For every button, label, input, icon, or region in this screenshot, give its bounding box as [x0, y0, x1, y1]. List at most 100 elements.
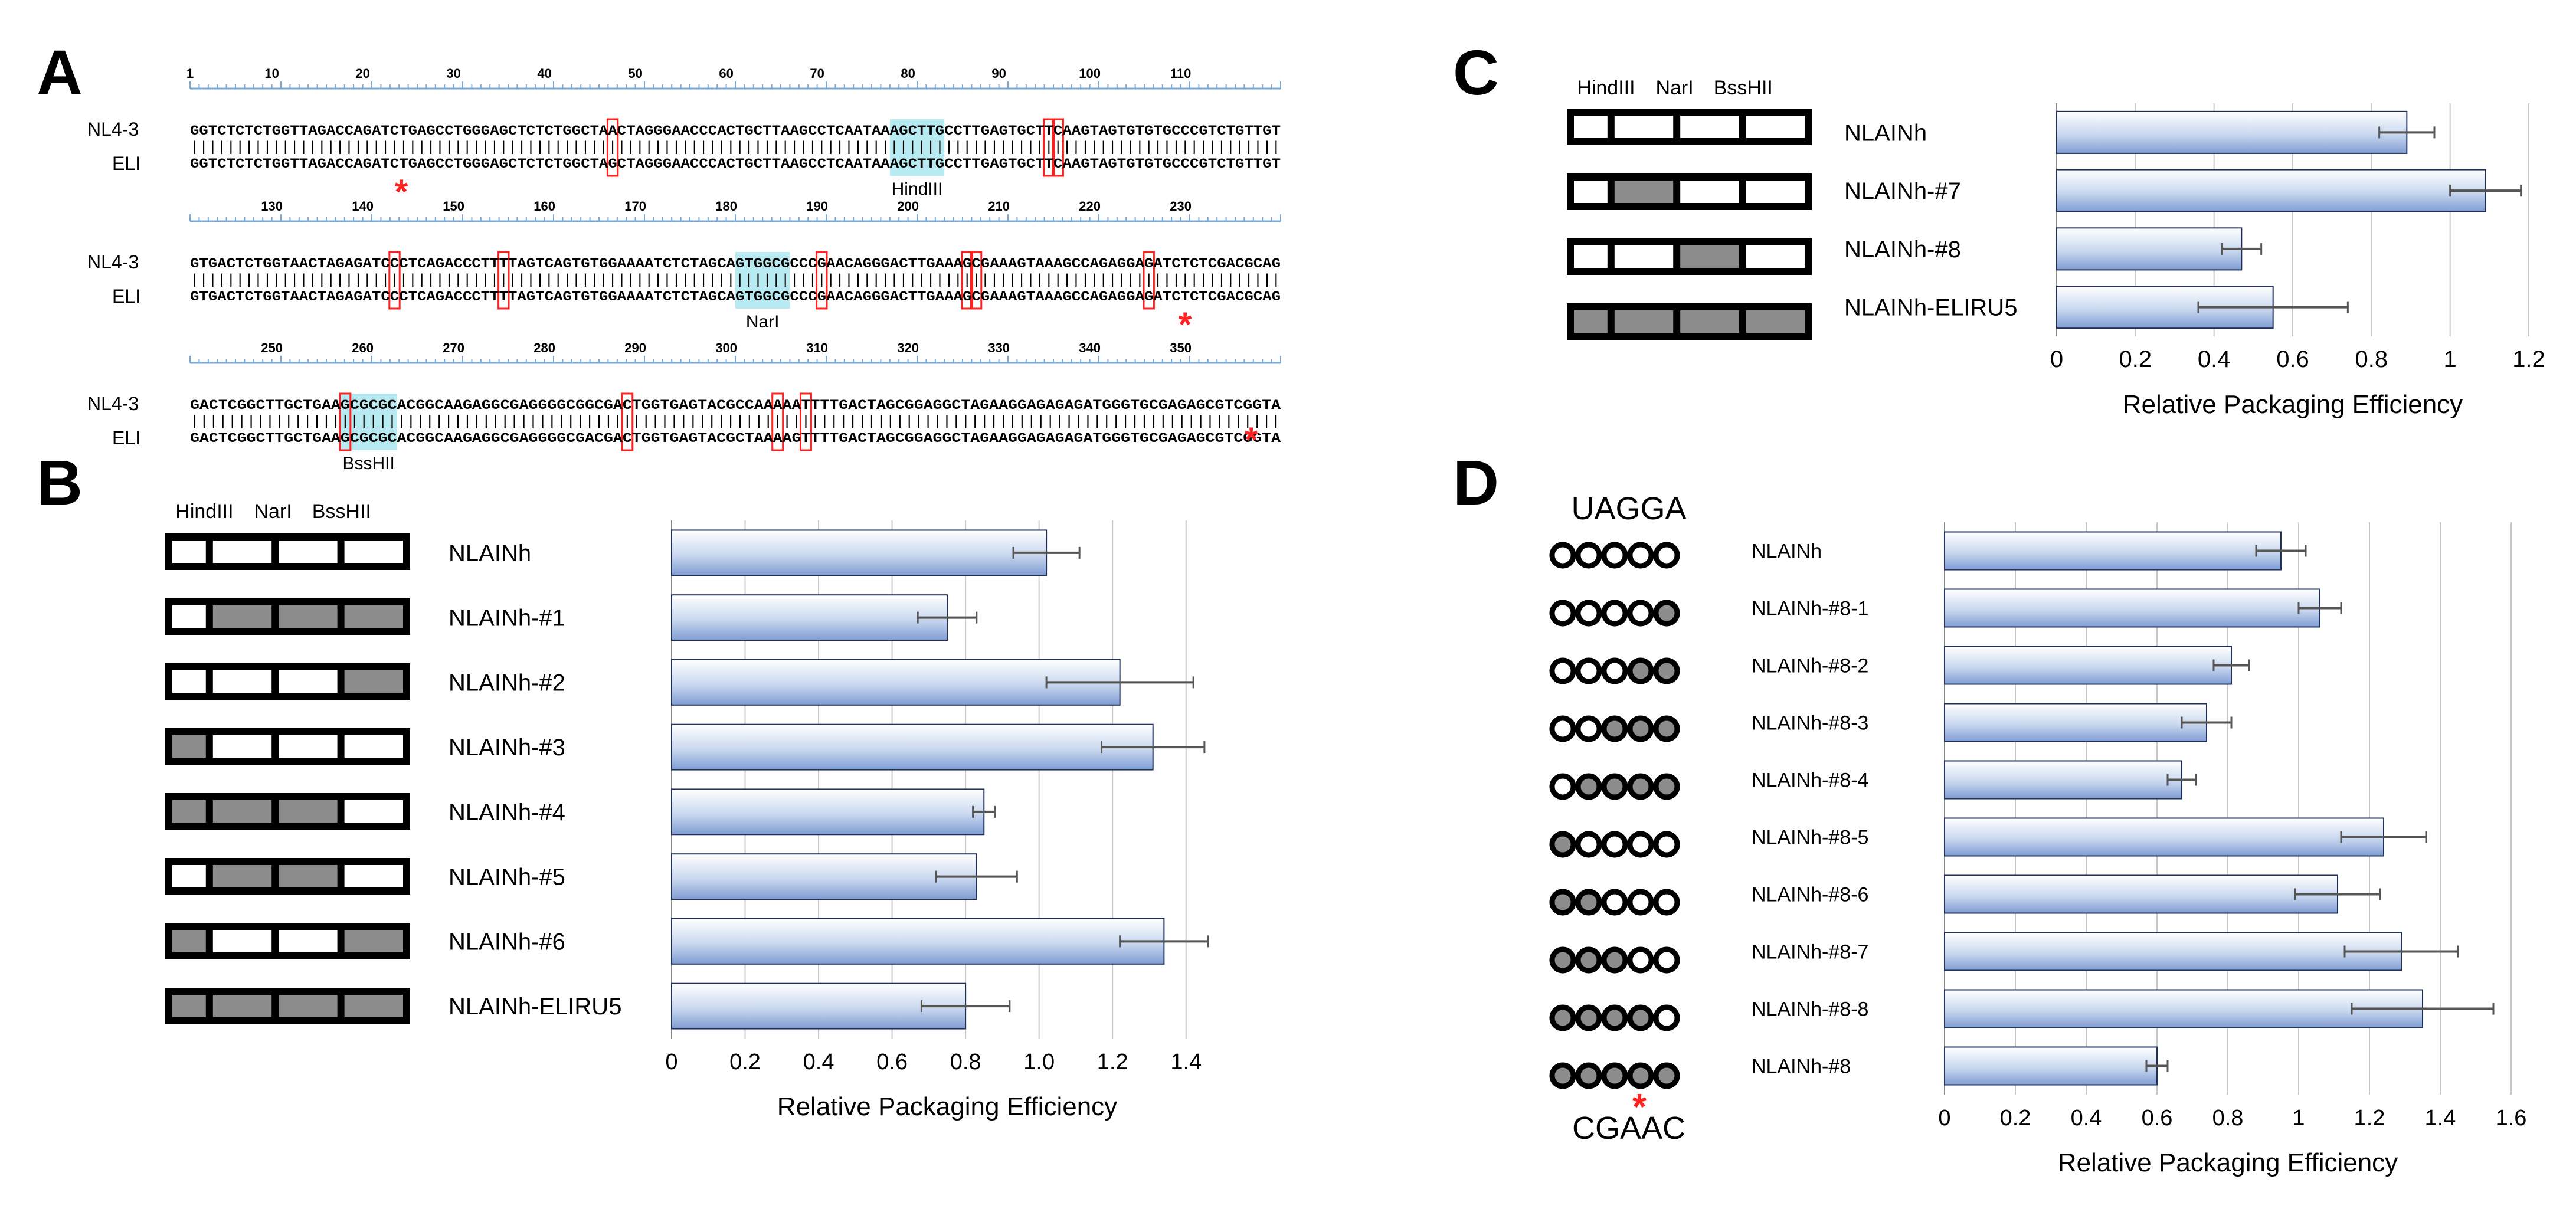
nucleotide-circle — [1575, 600, 1602, 627]
bar — [2056, 110, 2408, 154]
category-label: NLAINh-#8-4 — [1752, 769, 1868, 791]
x-tick-label: 0.2 — [729, 1050, 761, 1075]
schematic-segment — [344, 605, 403, 628]
nucleotide-circle — [1601, 889, 1628, 916]
category-label: NLAINh-#2 — [449, 670, 565, 696]
schematic-segment — [279, 865, 338, 887]
nucleotide-circle — [1575, 1062, 1602, 1089]
ruler-tick-label: 90 — [991, 66, 1006, 81]
schematic-segment — [1680, 310, 1739, 333]
bar — [671, 529, 1048, 576]
schematic-segment — [1746, 245, 1805, 268]
nucleotide-circle — [1549, 600, 1576, 627]
nucleotide-circle — [1575, 657, 1602, 684]
nucleotide-circle — [1601, 1062, 1628, 1089]
ruler-tick-label: 250 — [261, 340, 283, 355]
category-label: NLAINh-#8-7 — [1752, 941, 1868, 963]
schematic-segment — [279, 735, 338, 758]
nucleotide-circle — [1627, 715, 1654, 742]
schematic-segment — [172, 930, 206, 952]
category-label: NLAINh-#8 — [1844, 237, 1961, 263]
mismatch-box — [388, 251, 401, 310]
bar — [671, 788, 985, 836]
ruler-tick-label: 60 — [719, 66, 733, 81]
nucleotide-circle — [1653, 889, 1680, 916]
schematic-segment — [344, 995, 403, 1017]
ruler-tick-label: 160 — [533, 199, 555, 214]
ruler-tick-label: 110 — [1170, 66, 1192, 81]
schematic-segment — [212, 865, 272, 887]
mismatch-box — [800, 392, 812, 451]
schematic-segment — [212, 995, 272, 1017]
category-label: NLAINh — [1752, 540, 1822, 562]
nucleotide-circle — [1549, 657, 1576, 684]
schematic-segment — [279, 605, 338, 628]
ruler-tick-label: 190 — [806, 199, 828, 214]
ruler-tick-label: 270 — [443, 340, 464, 355]
schematic-segment — [212, 670, 272, 693]
schematic-segment — [212, 541, 272, 563]
schematic-segment — [172, 541, 206, 563]
x-tick-label: 0.8 — [2212, 1106, 2244, 1131]
nucleotide-circle — [1575, 542, 1602, 569]
panel-letter-a: A — [37, 37, 83, 108]
bar — [1944, 1046, 2158, 1086]
nucleotide-circle — [1601, 831, 1628, 858]
alignment-bars: ||||||||||||||||||||||||||||||||||||||||… — [190, 414, 1281, 430]
construct-schematic — [1567, 303, 1812, 340]
nucleotide-circle — [1549, 889, 1576, 916]
ruler-tick-label: 150 — [443, 199, 464, 214]
nucleotide-circle — [1653, 1062, 1680, 1089]
construct-schematic — [165, 793, 410, 830]
schematic-segment — [344, 865, 403, 887]
sequence-top-label: UAGGA — [1571, 491, 1686, 526]
panel-letter-d: D — [1453, 447, 1499, 518]
x-tick-label: 1.2 — [1097, 1050, 1128, 1075]
ruler-tick-label: 290 — [624, 340, 646, 355]
nucleotide-circle — [1549, 1004, 1576, 1031]
category-label: NLAINh — [449, 541, 531, 566]
category-label: NLAINh-#8-6 — [1752, 883, 1868, 906]
nucleotide-circle — [1627, 773, 1654, 800]
nucleotide-circle — [1549, 715, 1576, 742]
ruler-tick-label: 100 — [1079, 66, 1101, 81]
category-label: NLAINh-ELIRU5 — [449, 994, 621, 1020]
schematic-segment — [279, 800, 338, 823]
x-tick-label: 0 — [665, 1050, 677, 1075]
category-label: NLAINh-#5 — [449, 864, 565, 890]
nucleotide-circle — [1601, 657, 1628, 684]
restriction-site-header-label: BssHII — [1714, 77, 1773, 99]
sequence-label-eli: ELI — [112, 153, 140, 174]
schematic-segment — [172, 995, 206, 1017]
sequence-eli: GACTCGGCTTGCTGAAGCGCGCACGGCAAGAGGCGAGGGG… — [190, 431, 1281, 446]
x-tick-label: 1 — [2292, 1106, 2305, 1131]
sequence-bottom-label: CGAAC — [1572, 1111, 1685, 1146]
schematic-segment — [1680, 245, 1739, 268]
bar — [2056, 227, 2243, 271]
category-label: NLAINh-#8-8 — [1752, 998, 1868, 1020]
sequence-label-eli: ELI — [112, 427, 140, 448]
ruler-tick-label: 1 — [186, 66, 194, 81]
bar — [2056, 169, 2486, 212]
x-tick-label: 0.2 — [2000, 1106, 2031, 1131]
sequence-nl43: GTGACTCTGGTAACTAGAGATCCCTCAGACCCTTTTAGTC… — [190, 256, 1281, 271]
ruler-tick-label: 310 — [806, 340, 828, 355]
bar — [671, 594, 948, 641]
x-tick-label: 0.8 — [950, 1050, 981, 1075]
schematic-segment — [1680, 181, 1739, 203]
mismatch-box — [1052, 118, 1064, 177]
mismatch-box — [816, 251, 828, 310]
category-label: NLAINh-ELIRU5 — [1844, 295, 2017, 321]
ruler-tick-label: 350 — [1170, 340, 1192, 355]
ruler-tick-label: 260 — [352, 340, 374, 355]
x-axis-label: Relative Packaging Efficiency — [2058, 1148, 2398, 1177]
mismatch-box — [339, 392, 352, 451]
nucleotide-circle — [1653, 773, 1680, 800]
sequence-label-nl43: NL4-3 — [87, 393, 139, 414]
ruler-tick-label: 180 — [715, 199, 737, 214]
schematic-segment — [1680, 116, 1739, 138]
construct-schematic — [165, 728, 410, 765]
bar — [1944, 703, 2207, 742]
